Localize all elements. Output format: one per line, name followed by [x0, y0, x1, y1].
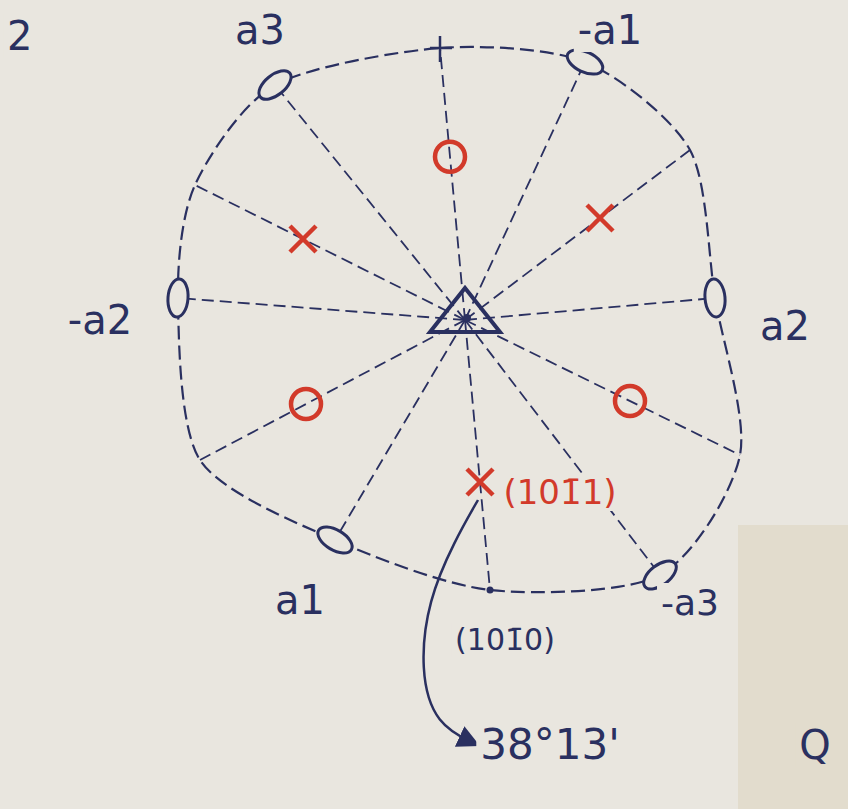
primitive-circle — [178, 47, 741, 592]
radial-line — [178, 298, 465, 320]
pole-index: (101̄0) — [451, 623, 559, 657]
pole-circle — [435, 142, 465, 172]
threefold-symbol — [430, 288, 500, 332]
axis-label: a1 — [271, 578, 329, 622]
axis-label: a2 — [756, 304, 814, 348]
radial-line — [465, 320, 740, 455]
radial-line — [195, 185, 465, 320]
angle-label: 38°13' — [476, 722, 623, 768]
radial-line — [335, 320, 465, 540]
radial-line — [465, 150, 690, 320]
paper-patch — [738, 525, 848, 809]
pole-cross — [467, 469, 493, 495]
axis-label: Q — [795, 723, 834, 767]
radial-line — [440, 48, 465, 320]
twofold-symbol — [703, 278, 726, 318]
twofold-symbol — [167, 278, 190, 317]
pole-cross — [587, 205, 613, 231]
tick-mark — [430, 36, 452, 62]
axis-label: -a3 — [657, 583, 723, 623]
center-dot — [463, 314, 471, 322]
radial-line — [465, 298, 715, 320]
axis-label: a3 — [231, 8, 289, 52]
radial-line — [465, 320, 660, 575]
twofold-symbol — [314, 522, 357, 559]
axis-label: -a1 — [574, 8, 646, 52]
twofold-symbol — [254, 65, 296, 104]
pole-index: (101̄1) — [499, 473, 620, 511]
radial-line — [275, 85, 465, 320]
axis-label: 2 — [3, 14, 36, 58]
radial-line — [465, 62, 585, 320]
radial-line — [200, 320, 465, 460]
pole-dot — [487, 587, 494, 594]
axis-label: -a2 — [64, 298, 136, 342]
radial-line — [465, 320, 490, 590]
pole-circle — [291, 389, 321, 419]
pole-circle — [615, 386, 645, 416]
pole-cross — [290, 226, 316, 252]
